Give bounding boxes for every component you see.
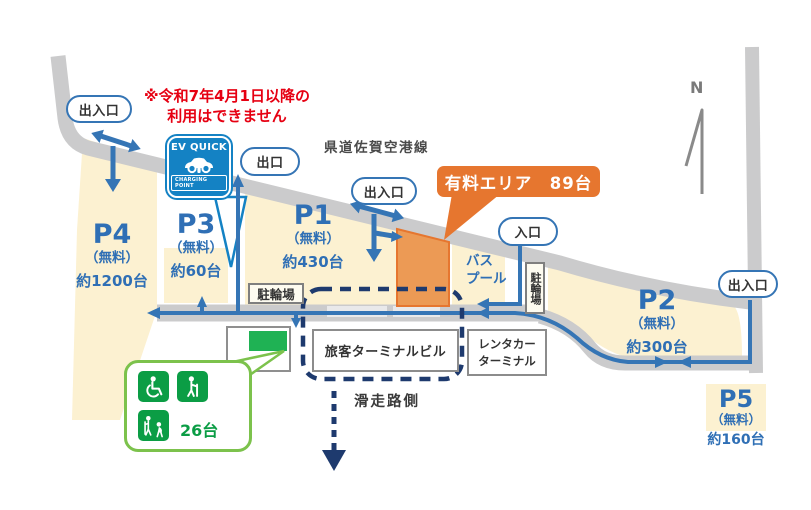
closure-notice-line1: ※令和7年4月1日以降の xyxy=(144,87,310,105)
gate-top-left: 出入口 xyxy=(66,95,132,123)
p3-id: P3 xyxy=(176,209,216,240)
parking-label-p3: P3 （無料） 約60台 xyxy=(169,210,223,280)
p2-fee: （無料） xyxy=(630,315,684,332)
p1-capacity: 約430台 xyxy=(282,252,344,271)
gate-exit: 出口 xyxy=(240,147,300,176)
bicycle-parking-box-1: 駐輪場 xyxy=(248,283,304,304)
rental-car-terminal-box: レンタカー ターミナル xyxy=(467,329,547,376)
p4-id: P4 xyxy=(92,219,132,250)
p3-fee: （無料） xyxy=(169,239,223,256)
ev-car-icon xyxy=(185,157,213,174)
p5-fee: （無料） xyxy=(710,412,762,428)
elderly-icon xyxy=(177,371,208,402)
p2-id: P2 xyxy=(637,285,677,316)
p1-id: P1 xyxy=(293,200,333,231)
paid-area-callout: 有料エリア 89台 xyxy=(437,166,600,197)
ev-charging-sign: EV QUICK CHARGING POINT xyxy=(167,136,231,198)
p1-fee: （無料） xyxy=(286,230,340,247)
priority-capacity-label: 26台 xyxy=(180,421,219,440)
parking-area-p3 xyxy=(164,248,228,303)
north-arrow xyxy=(684,108,704,194)
wheelchair-icon xyxy=(138,371,169,402)
runway-side-label: 滑走路側 xyxy=(354,394,420,410)
gate-entrance: 入口 xyxy=(498,217,558,246)
terminal-building-box: 旅客ターミナルビル xyxy=(312,329,459,372)
parking-label-p4: P4 （無料） 約1200台 xyxy=(76,220,148,290)
prefectural-road-label: 県道佐賀空港線 xyxy=(324,140,429,156)
road-right xyxy=(745,46,763,374)
parking-area-p4 xyxy=(72,138,157,420)
priority-zone xyxy=(249,331,287,351)
parking-label-p5: P5 （無料） 約160台 xyxy=(707,386,764,449)
p5-capacity: 約160台 xyxy=(707,432,765,449)
p4-capacity: 約1200台 xyxy=(76,271,148,290)
route-lines xyxy=(160,185,752,364)
bicycle-parking-box-2: 駐輪場 xyxy=(525,262,545,314)
p5-id: P5 xyxy=(718,385,754,413)
ev-sign-subtitle: CHARGING POINT xyxy=(171,175,227,191)
mother-child-icon xyxy=(138,410,169,441)
parking-area-p5 xyxy=(706,384,766,431)
route-main xyxy=(160,300,752,364)
bus-pool-area xyxy=(452,244,505,306)
gate-arrow-p1 xyxy=(349,199,405,262)
gate-arrow-p4 xyxy=(91,129,141,192)
priority-parking-callout: 26台 xyxy=(124,360,252,452)
p3-capacity: 約60台 xyxy=(170,261,222,280)
runway-side-arrow xyxy=(322,391,346,471)
paid-area-zone xyxy=(396,227,450,307)
bus-pool-label: バス プール xyxy=(466,253,507,287)
p2-capacity: 約300台 xyxy=(626,337,688,356)
road-main xyxy=(50,55,751,310)
ev-sign-title: EV QUICK xyxy=(171,142,227,153)
closure-notice-line2: 利用はできません xyxy=(167,106,287,125)
parking-area-p2 xyxy=(548,267,742,360)
route-entrance xyxy=(489,243,522,306)
paid-area-callout-tail xyxy=(444,194,500,240)
terminal-boundary-dashed xyxy=(300,286,465,382)
p4-fee: （無料） xyxy=(85,249,139,266)
gate-right: 出入口 xyxy=(718,270,778,298)
route-arrowheads xyxy=(147,174,691,368)
parking-label-p1: P1 （無料） 約430台 xyxy=(282,201,343,271)
closure-notice: ※令和7年4月1日以降の 利用はできません xyxy=(134,87,320,127)
parking-label-p2: P2 （無料） 約300台 xyxy=(626,286,687,356)
gate-mid: 出入口 xyxy=(351,177,417,205)
compass-n-label: N xyxy=(690,78,704,97)
